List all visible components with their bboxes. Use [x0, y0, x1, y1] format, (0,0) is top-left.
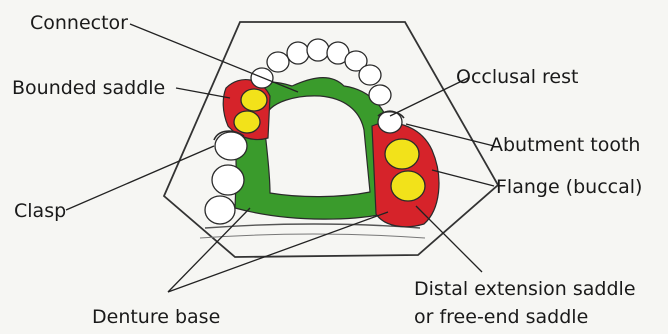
label-bounded-saddle: Bounded saddle	[12, 77, 165, 99]
label-clasp: Clasp	[14, 200, 66, 222]
label-connector: Connector	[30, 12, 128, 34]
label-abutment-tooth: Abutment tooth	[490, 134, 640, 156]
label-distal-extension-line1: Distal extension saddle	[414, 278, 636, 300]
cast-base-line	[205, 224, 420, 228]
label-flange: Flange (buccal)	[496, 176, 642, 198]
label-distal-extension-line2: or free-end saddle	[414, 306, 588, 328]
label-occlusal-rest: Occlusal rest	[456, 66, 578, 88]
cast-base-line-2	[200, 234, 425, 238]
left-posterior-teeth	[205, 132, 247, 224]
label-denture-base: Denture base	[92, 306, 220, 328]
